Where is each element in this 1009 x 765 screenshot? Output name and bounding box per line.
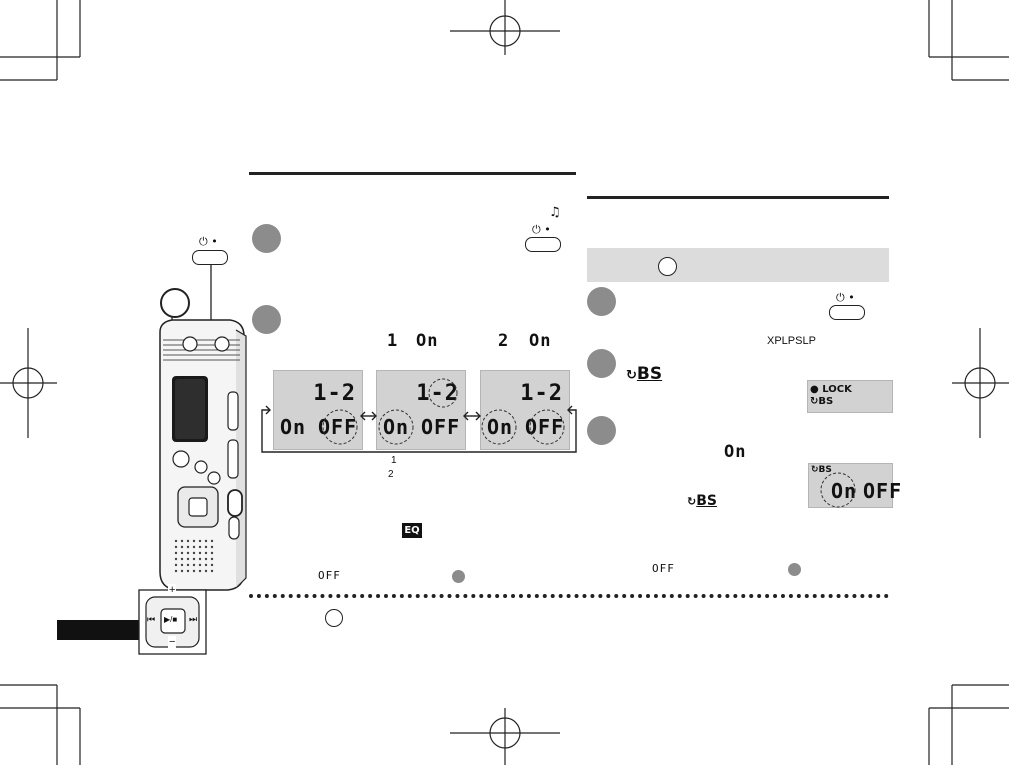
step-ref-dot — [452, 570, 465, 583]
value-2-state: On — [529, 331, 552, 351]
bs-icon-label: BS — [636, 364, 663, 384]
lcd-off-value: OFF — [525, 415, 565, 439]
lcd-top-value: 1-2 — [313, 381, 356, 406]
mini-label-1: 1 — [391, 455, 397, 466]
right-step-1-badge — [587, 287, 616, 316]
on-value: On — [724, 442, 747, 462]
lcd-on-value: On — [280, 415, 307, 439]
right-step-3-badge — [587, 416, 616, 445]
value-1-number: 1 — [387, 331, 399, 351]
lcd-on-value: On — [383, 415, 410, 439]
lock-icon: ● — [810, 384, 819, 395]
power-icon: ⏻ • — [199, 235, 218, 248]
lcd-screen-2: 1-2 On OFF — [376, 370, 466, 450]
right-step1-power-button: ⏻ • — [828, 292, 868, 324]
bs-on-value: On — [831, 479, 858, 503]
nav-next-icon: ⏭ — [189, 614, 198, 624]
gray-header-bar — [587, 248, 889, 282]
right-step-ref-dot — [788, 563, 801, 576]
bs-icon-label-2: BS — [696, 493, 717, 509]
value-2-number: 2 — [498, 331, 510, 351]
lcd-off-value: OFF — [318, 415, 358, 439]
mini-label-2: 2 — [388, 469, 394, 480]
mode-code: XPLPSLP — [767, 335, 816, 347]
power-button-shape — [525, 237, 561, 252]
page-tab — [57, 620, 142, 640]
bs-tag: ↻BS — [811, 465, 832, 475]
bs-icon: ↻BS — [626, 366, 662, 383]
bs-off-value: OFF — [863, 479, 903, 503]
lcd-screen-1: 1-2 On OFF — [273, 370, 363, 450]
lock-line: ● LOCK — [810, 384, 852, 396]
power-button-shape — [829, 305, 865, 320]
bs-line: ↻BS — [810, 396, 834, 408]
bs-tag-label: BS — [818, 465, 832, 475]
lock-label: LOCK — [822, 384, 852, 395]
nav-prev-icon: ⏮ — [147, 614, 156, 624]
dotted-divider — [249, 594, 889, 598]
bs-mini-arrow-icon: ↻ — [810, 396, 819, 407]
header-circle — [658, 257, 677, 276]
nav-up-label: + — [168, 584, 177, 596]
nav-play-stop-icon: ▶/■ — [164, 615, 178, 624]
bs-arrow-icon: ↻ — [626, 368, 637, 383]
eq-badge: EQ — [402, 523, 422, 538]
right-step-2-badge — [587, 349, 616, 378]
lcd-on-value: On — [487, 415, 514, 439]
off-value: OFF — [318, 569, 341, 582]
bs-arrow-icon-2: ↻ — [687, 495, 697, 508]
step-1-badge — [252, 224, 281, 253]
lcd-lock-screen: ● LOCK ↻BS — [807, 380, 893, 413]
bs-mini-label: BS — [818, 396, 834, 407]
step-2-badge — [252, 305, 281, 334]
callout-circle — [160, 288, 190, 318]
lcd-top-value: 1-2 — [520, 381, 563, 406]
lcd-top-value: 1-2 — [416, 381, 459, 406]
note-circle — [325, 609, 343, 627]
lcd-off-value: OFF — [421, 415, 461, 439]
nav-down-label: − — [168, 636, 177, 648]
bs-icon-2: ↻BS — [687, 494, 717, 508]
power-button-shape — [192, 250, 228, 265]
step1-power-button: ⏻ • — [524, 224, 564, 256]
bs-tag-arrow-icon: ↻ — [811, 465, 819, 475]
note-icon: ♫ — [549, 205, 561, 220]
value-1-state: On — [416, 331, 439, 351]
left-section-rule — [249, 172, 576, 175]
power-icon: ⏻ • — [836, 291, 855, 304]
right-section-rule — [587, 196, 889, 199]
power-icon: ⏻ • — [532, 223, 551, 236]
power-button-illustration: ⏻ • — [191, 236, 231, 268]
right-off-value: OFF — [652, 562, 675, 575]
lcd-bs-screen: ↻BS On OFF — [808, 463, 901, 508]
